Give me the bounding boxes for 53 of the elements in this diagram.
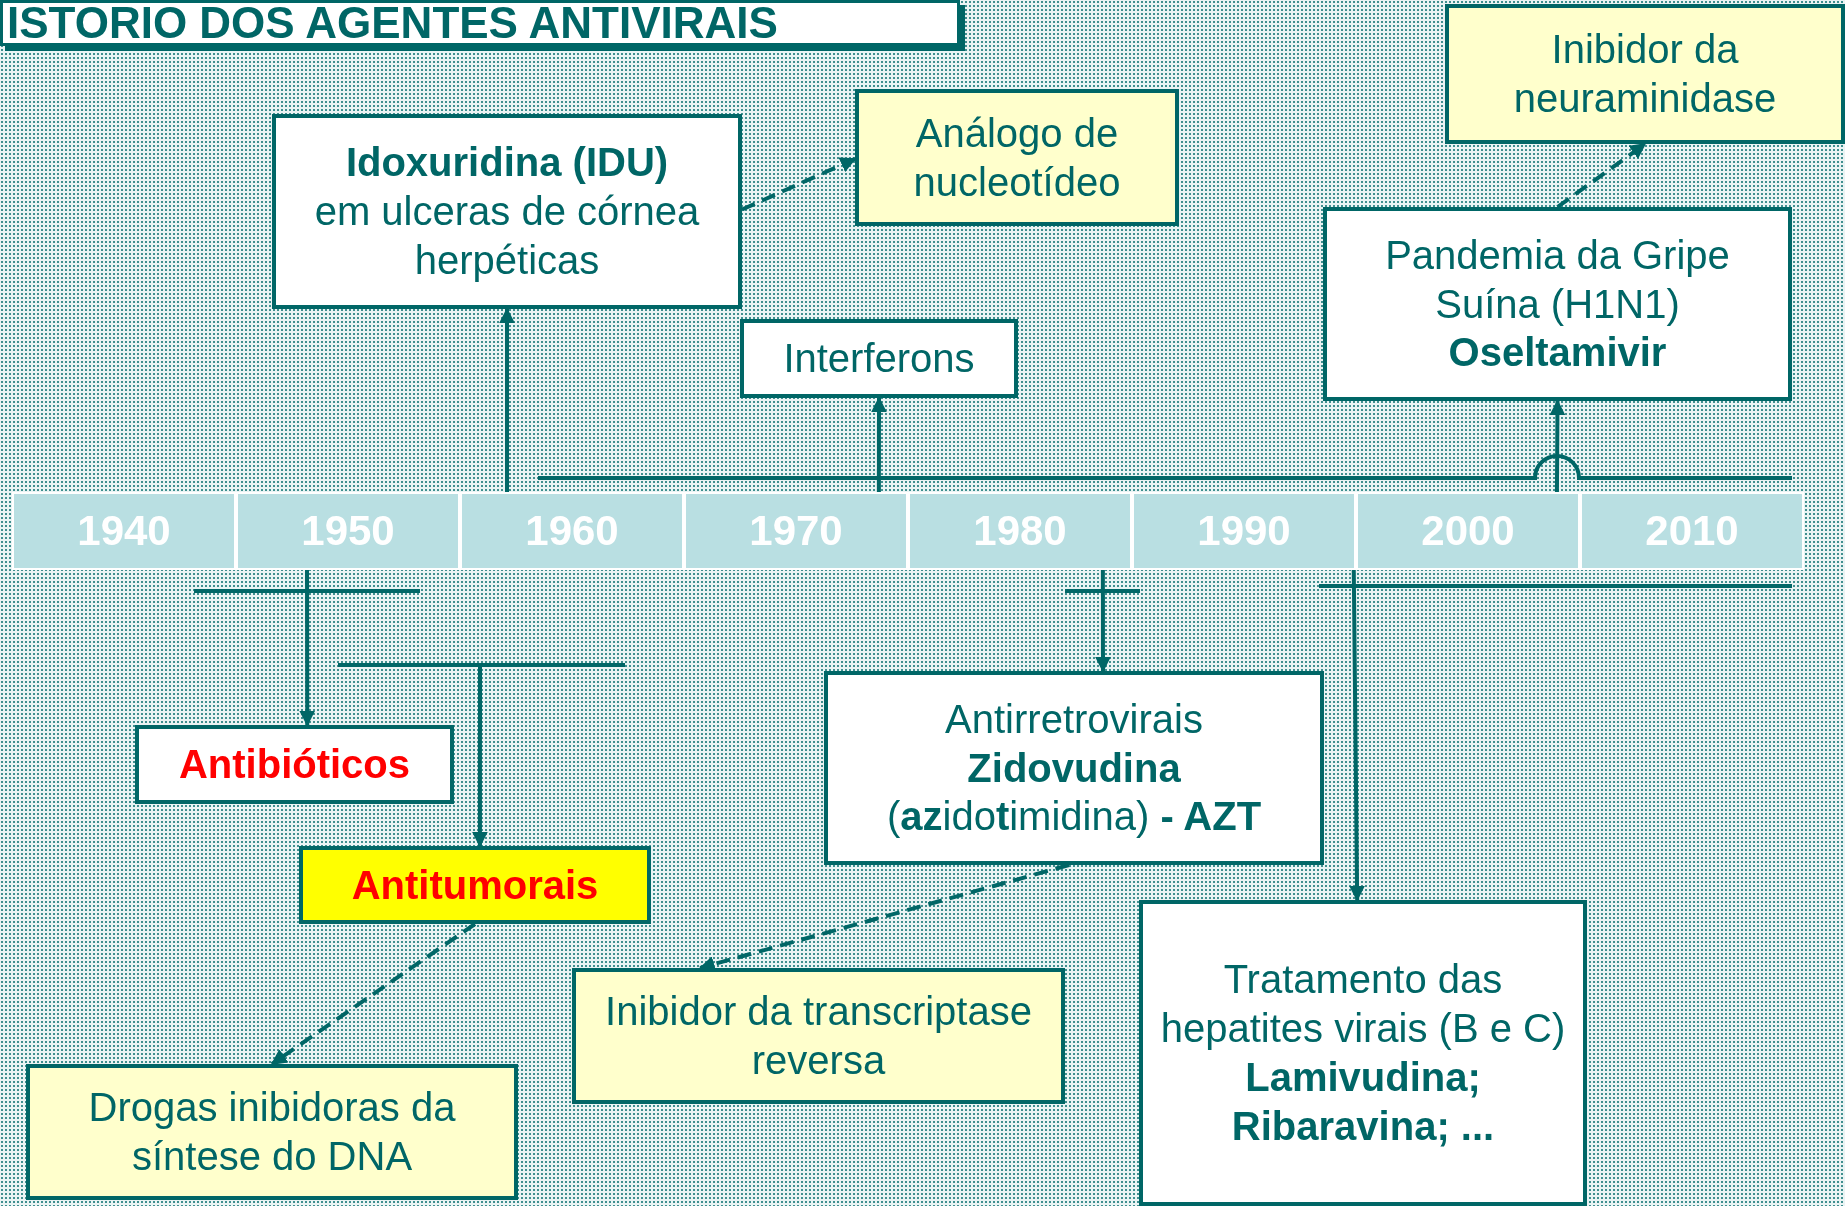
- arrow: [471, 665, 488, 848]
- arrow: [1549, 399, 1566, 492]
- drug-name: Oseltamivir: [1448, 329, 1667, 377]
- event-box: [135, 725, 454, 804]
- category-box: [299, 846, 651, 924]
- event-text: Tratamento das hepatites virais (B e C): [1159, 956, 1567, 1053]
- event-heading: Antirretrovirais: [945, 695, 1203, 743]
- arrow: [1095, 570, 1111, 673]
- dashed-arrow: [741, 157, 857, 212]
- box-text: Interferons: [783, 335, 975, 383]
- box-text: Antibióticos: [178, 741, 411, 789]
- year-label: 1970: [749, 507, 843, 555]
- year-label: 1980: [973, 507, 1067, 555]
- timeline-segment: [12, 492, 236, 570]
- category-box: [572, 968, 1065, 1104]
- event-box: [272, 114, 742, 309]
- dashed-arrow: [270, 922, 477, 1066]
- year-label: 1990: [1197, 507, 1291, 555]
- year-label: 2010: [1645, 507, 1739, 555]
- event-heading: Idoxuridina (IDU): [345, 139, 669, 187]
- box-text: Inibidor da neuraminidase: [1512, 26, 1778, 122]
- event-text: Pandemia da Gripe Suína (H1N1): [1384, 231, 1731, 328]
- timeline-segment: [460, 492, 684, 570]
- box-text: Inibidor da transcriptase reversa: [604, 988, 1033, 1084]
- drug-names: Lamivudina; Ribaravina; ...: [1230, 1054, 1496, 1150]
- year-label: 1960: [525, 507, 619, 555]
- timeline-segment: [1580, 492, 1804, 570]
- timeline-segment: [236, 492, 460, 570]
- box-text: Análogo de nucleotídeo: [912, 109, 1122, 206]
- timeline-segment: [1356, 492, 1580, 570]
- box-text: Drogas inibidoras da síntese do DNA: [87, 1084, 457, 1180]
- year-label: 2000: [1421, 507, 1515, 555]
- drug-name: Zidovudina: [967, 744, 1181, 792]
- event-box: [1139, 900, 1587, 1206]
- arrow: [299, 570, 316, 727]
- category-box: [855, 89, 1179, 226]
- arrow: [871, 396, 887, 492]
- drug-note: (azidotimidina) - AZT: [886, 793, 1262, 841]
- event-box: [824, 671, 1324, 865]
- event-box: [1323, 207, 1792, 401]
- year-label: 1950: [301, 507, 395, 555]
- category-box: [1445, 4, 1845, 144]
- category-box: [26, 1064, 518, 1200]
- timeline-segment: [684, 492, 908, 570]
- year-label: 1940: [77, 507, 171, 555]
- arrow: [1349, 569, 1366, 902]
- box-text: Antitumorais: [351, 861, 599, 909]
- arrow: [499, 307, 515, 492]
- dashed-arrow: [1556, 142, 1647, 209]
- event-text: em ulceras de córnea herpéticas: [313, 188, 701, 284]
- timeline-segment: [1132, 492, 1356, 570]
- event-box: [740, 319, 1018, 398]
- timeline-segment: [908, 492, 1132, 570]
